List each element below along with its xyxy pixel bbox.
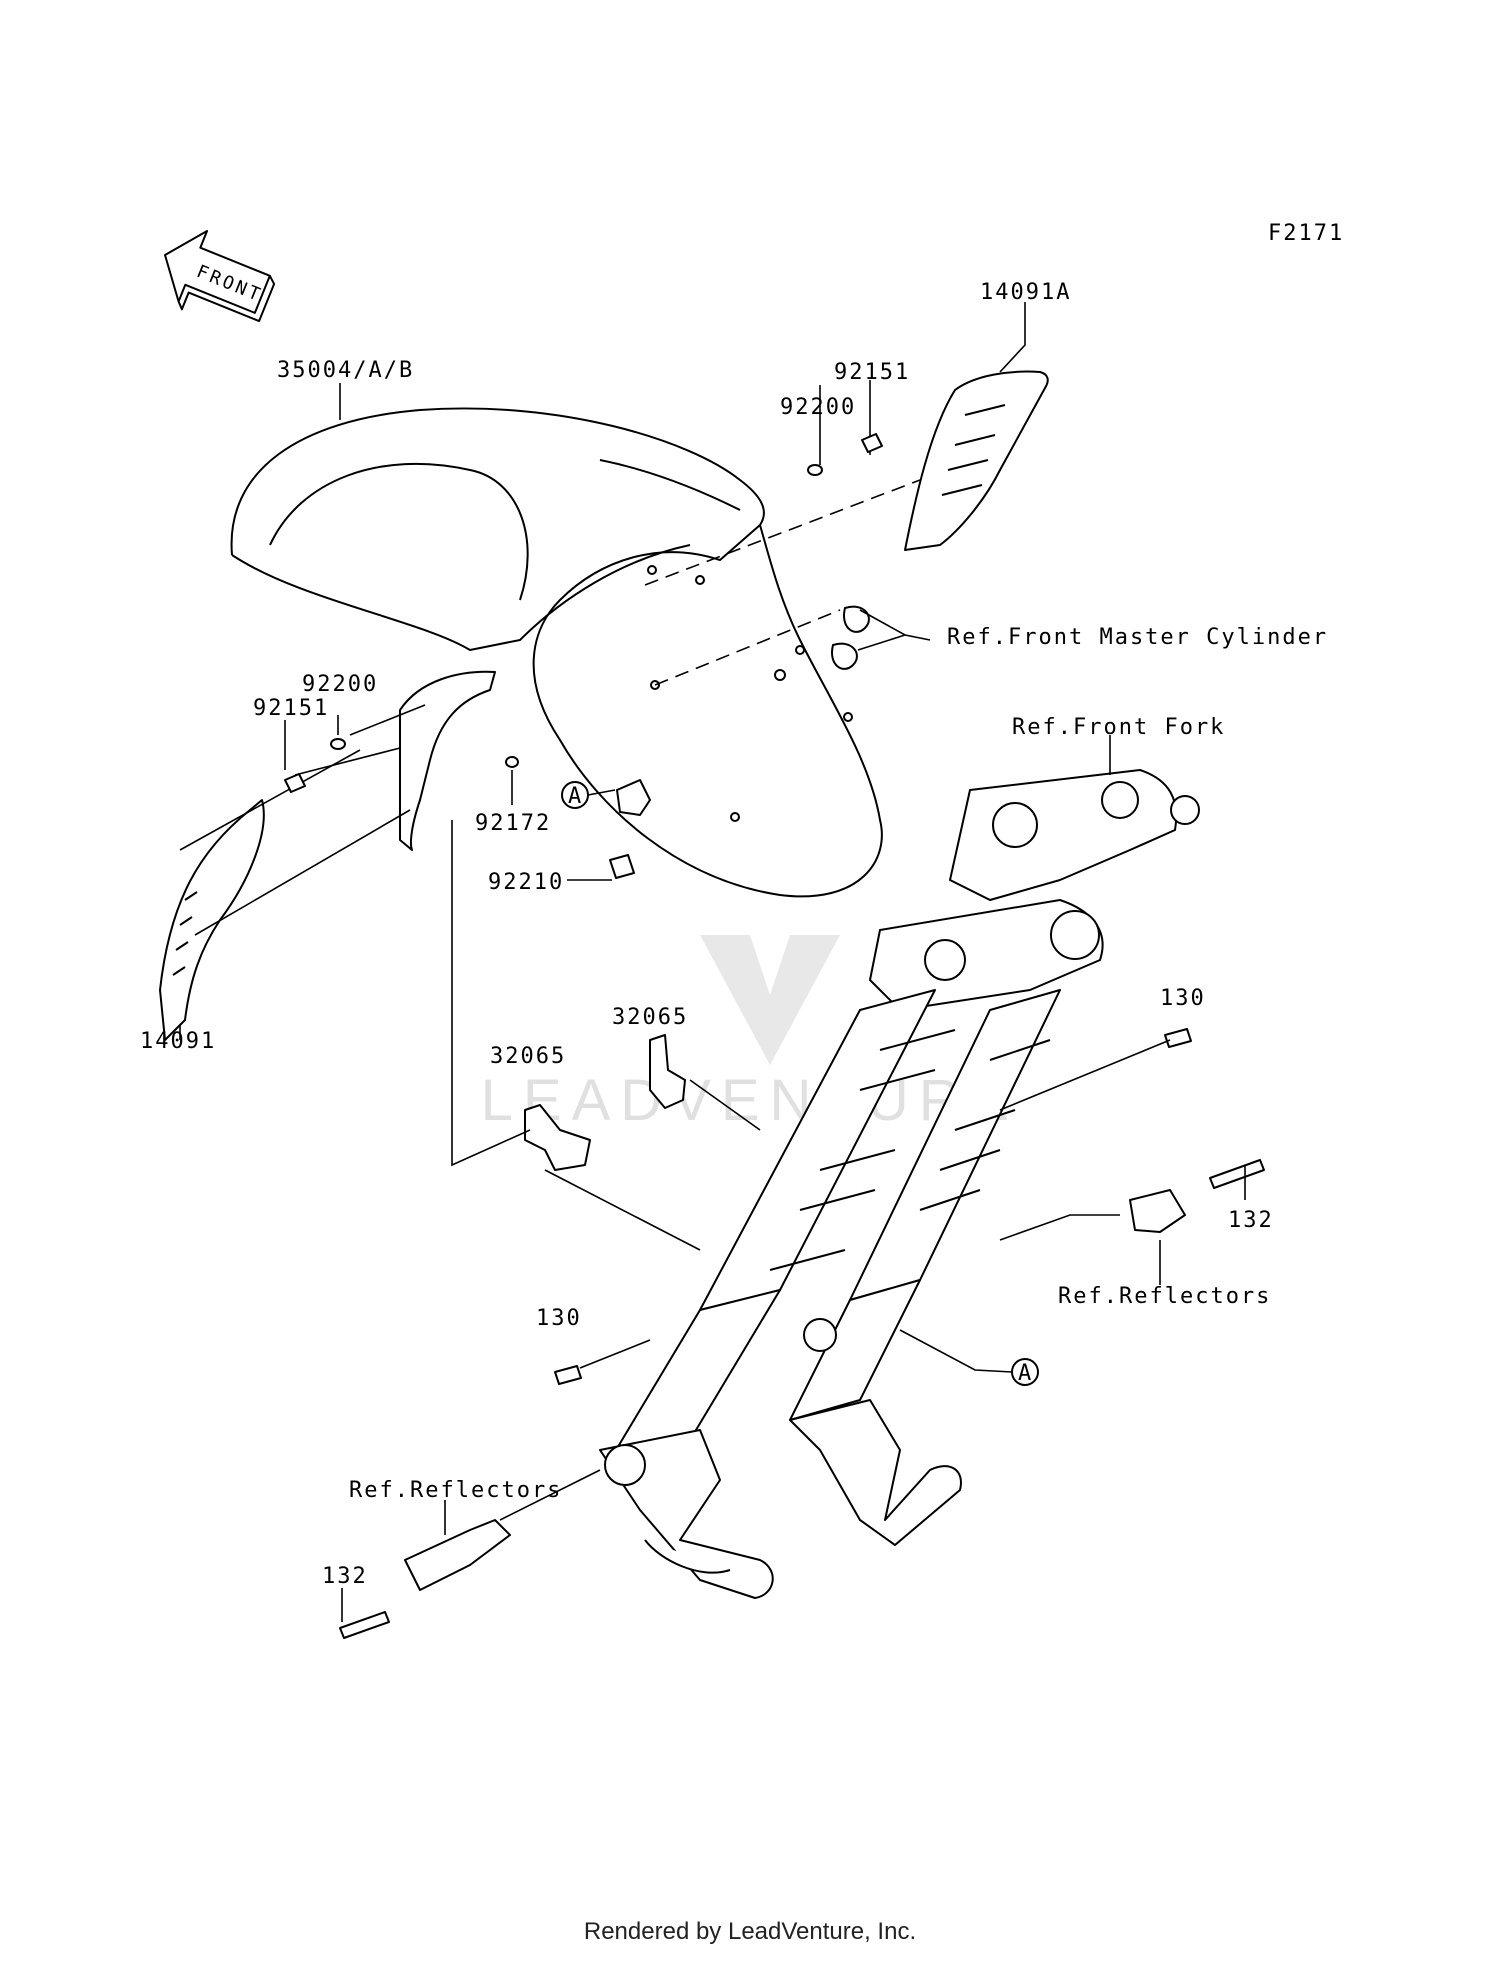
reflector-bracket-right — [1129, 1189, 1186, 1233]
label-92172: 92172 — [475, 811, 551, 836]
leader-line-3 — [294, 747, 401, 776]
bolt-132-right — [1209, 1159, 1265, 1189]
ref-front-fork: Ref.Front Fork — [1012, 715, 1225, 740]
side-cover-right — [904, 370, 1049, 551]
front-fork-assembly — [599, 769, 1200, 1599]
front-fender — [230, 407, 883, 898]
bracket-32065-a — [649, 1034, 686, 1109]
label-92151-left: 92151 — [253, 696, 329, 721]
label-92210: 92210 — [488, 870, 564, 895]
label-92200-left: 92200 — [302, 672, 378, 697]
callout-a-lower: A — [899, 1329, 1039, 1386]
bolt-132-left — [339, 1611, 390, 1639]
leader-line-2 — [349, 704, 426, 736]
figure-code: F2171 — [1268, 221, 1344, 246]
callout-a-upper: A — [561, 781, 616, 809]
label-130-right: 130 — [1160, 986, 1206, 1011]
label-14091: 14091 — [140, 1029, 216, 1054]
bracket-32065-b — [524, 1104, 591, 1171]
leader-32065-a — [689, 1079, 761, 1131]
ref-front-master-cylinder: Ref.Front Master Cylinder — [947, 625, 1328, 650]
label-32065-a: 32065 — [612, 1005, 688, 1030]
label-130-left: 130 — [536, 1306, 582, 1331]
leader-14091a — [999, 302, 1026, 373]
leader-dashed-2 — [654, 609, 841, 686]
label-32065-b: 32065 — [490, 1044, 566, 1069]
label-14091a: 14091A — [980, 280, 1071, 305]
leader-ref-left — [444, 1469, 601, 1535]
side-cover-left — [159, 670, 496, 1041]
svg-text:A: A — [1018, 1361, 1033, 1386]
fasteners-fender — [284, 433, 883, 879]
bolt-130-right — [1164, 1028, 1192, 1048]
label-132-right: 132 — [1228, 1208, 1274, 1233]
ref-reflectors-left: Ref.Reflectors — [349, 1478, 562, 1503]
leader-32065-b — [544, 1169, 701, 1251]
leader-vert — [451, 820, 531, 1167]
label-92151-top: 92151 — [834, 360, 910, 385]
leader-130-right — [999, 1039, 1171, 1111]
leader-dashed-1 — [644, 479, 921, 586]
svg-text:LEADVENTURE: LEADVENTURE — [481, 1068, 1020, 1133]
label-92200-top: 92200 — [780, 395, 856, 420]
label-35004: 35004/A/B — [277, 358, 414, 383]
leader-ref-right — [999, 1214, 1161, 1285]
bolt-130-left — [554, 1365, 582, 1385]
reflector-bracket-left — [404, 1519, 511, 1591]
front-arrow-icon: FRONT — [164, 230, 276, 323]
leader-130-left — [579, 1339, 651, 1369]
ref-reflectors-right: Ref.Reflectors — [1058, 1284, 1271, 1309]
footer-credit: Rendered by LeadVenture, Inc. — [583, 1918, 917, 1945]
leader-master-cyl — [857, 609, 931, 651]
svg-text:A: A — [568, 784, 583, 809]
label-132-left: 132 — [322, 1564, 368, 1589]
